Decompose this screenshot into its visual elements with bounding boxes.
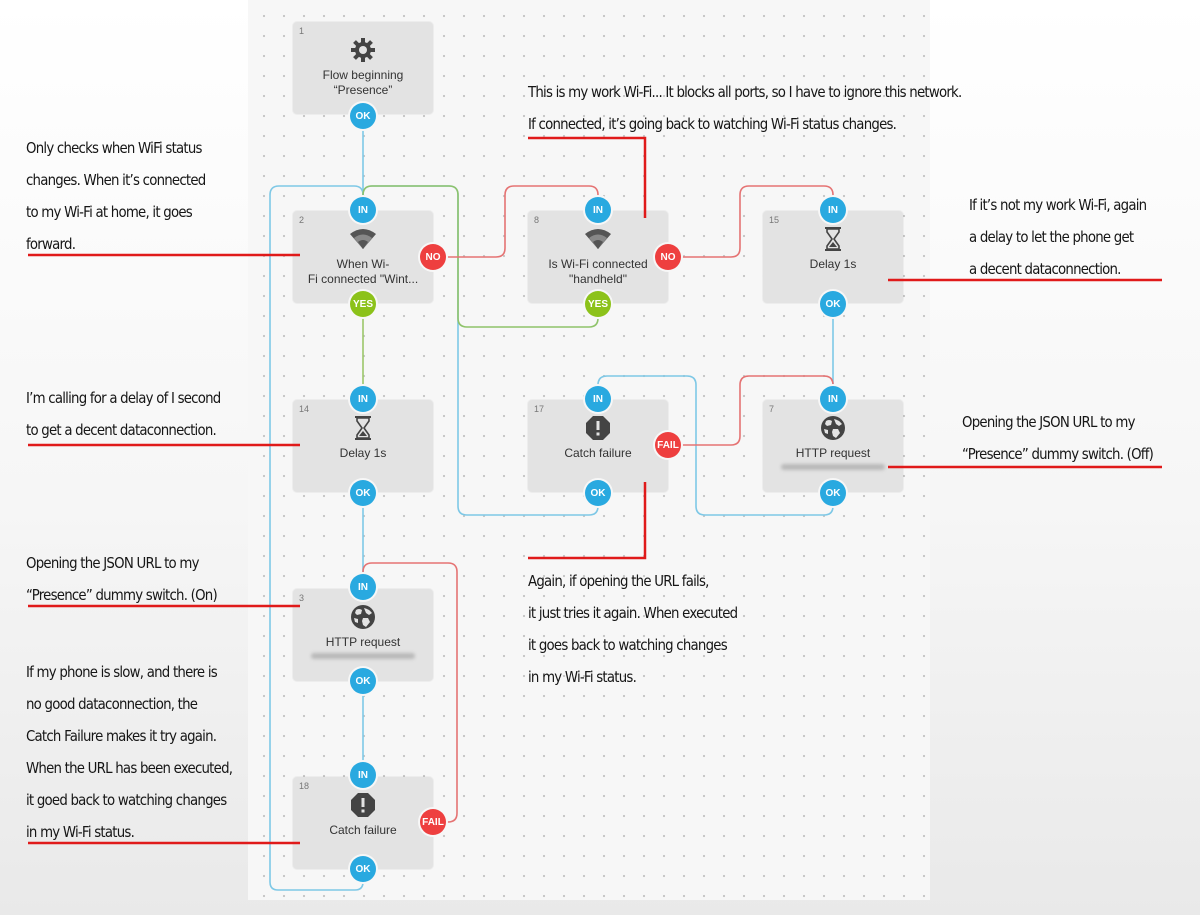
redacted-url xyxy=(311,653,415,659)
node-number: 14 xyxy=(299,404,310,414)
note-http-off: Opening the JSON URL to my “Presence” du… xyxy=(962,413,1154,463)
port-no[interactable]: NO xyxy=(655,244,681,270)
globe-icon xyxy=(763,414,903,442)
port-ok[interactable]: OK xyxy=(350,856,376,882)
node-delay-14[interactable]: 14 Delay 1s xyxy=(293,400,433,492)
note-catch-failure: If my phone is slow, and there is no goo… xyxy=(26,663,233,841)
port-ok[interactable]: OK xyxy=(820,480,846,506)
node-flow-beginning[interactable]: 1 Flow beginning “Presence” xyxy=(293,22,433,114)
node-number: 15 xyxy=(769,215,780,225)
alert-icon xyxy=(293,791,433,819)
node-when-wifi-connected[interactable]: 2 When Wi- Fi connected "Wint... xyxy=(293,211,433,303)
node-number: 1 xyxy=(299,26,305,36)
port-yes[interactable]: YES xyxy=(350,291,376,317)
node-number: 3 xyxy=(299,593,305,603)
note-delay: I’m calling for a delay of I second to g… xyxy=(26,389,221,439)
node-label: Delay 1s xyxy=(339,446,387,460)
port-ok[interactable]: OK xyxy=(350,480,376,506)
port-in[interactable]: IN xyxy=(350,386,376,412)
note-work-wifi: This is my work Wi-Fi... It blocks all p… xyxy=(528,83,962,133)
hourglass-icon xyxy=(293,414,433,442)
node-label: HTTP request xyxy=(795,446,871,460)
port-ok[interactable]: OK xyxy=(350,668,376,694)
port-fail[interactable]: FAIL xyxy=(655,432,681,458)
node-catch-failure-18[interactable]: 18 Catch failure xyxy=(293,777,433,869)
redacted-url xyxy=(781,464,885,470)
node-http-request-7[interactable]: 7 HTTP request xyxy=(763,400,903,492)
globe-icon xyxy=(293,603,433,631)
node-number: 17 xyxy=(534,404,545,414)
port-in[interactable]: IN xyxy=(585,386,611,412)
node-label: Flow beginning “Presence” xyxy=(322,68,404,97)
port-fail[interactable]: FAIL xyxy=(420,809,446,835)
note-http-on: Opening the JSON URL to my “Presence” du… xyxy=(26,554,218,604)
port-in[interactable]: IN xyxy=(350,574,376,600)
wifi-icon xyxy=(293,225,433,253)
port-no[interactable]: NO xyxy=(420,244,446,270)
node-label: Is Wi-Fi connected "handheld" xyxy=(548,257,648,286)
gear-icon xyxy=(293,36,433,64)
node-number: 18 xyxy=(299,781,310,791)
hourglass-icon xyxy=(763,225,903,253)
node-label: Catch failure xyxy=(564,446,632,460)
port-in[interactable]: IN xyxy=(350,197,376,223)
port-ok[interactable]: OK xyxy=(820,291,846,317)
note-catch-17: Again, if opening the URL fails, it just… xyxy=(528,572,738,686)
port-ok[interactable]: OK xyxy=(350,103,376,129)
wifi-icon xyxy=(528,225,668,253)
node-catch-failure-17[interactable]: 17 Catch failure xyxy=(528,400,668,492)
port-ok[interactable]: OK xyxy=(585,480,611,506)
port-in[interactable]: IN xyxy=(350,762,376,788)
note-wifi-trigger: Only checks when WiFi status changes. Wh… xyxy=(26,139,206,253)
node-number: 8 xyxy=(534,215,540,225)
node-is-wifi-connected[interactable]: 8 Is Wi-Fi connected "handheld" xyxy=(528,211,668,303)
note-delay-15: If it’s not my work Wi-Fi, again a delay… xyxy=(969,196,1147,278)
node-label: HTTP request xyxy=(325,635,401,649)
node-number: 2 xyxy=(299,215,305,225)
port-yes[interactable]: YES xyxy=(585,291,611,317)
node-number: 7 xyxy=(769,404,775,414)
node-delay-15[interactable]: 15 Delay 1s xyxy=(763,211,903,303)
node-http-request-3[interactable]: 3 HTTP request xyxy=(293,589,433,681)
node-label: When Wi- Fi connected "Wint... xyxy=(307,257,419,286)
port-in[interactable]: IN xyxy=(585,197,611,223)
node-label: Catch failure xyxy=(329,823,397,837)
node-label: Delay 1s xyxy=(809,257,857,271)
port-in[interactable]: IN xyxy=(820,386,846,412)
alert-icon xyxy=(528,414,668,442)
port-in[interactable]: IN xyxy=(820,197,846,223)
